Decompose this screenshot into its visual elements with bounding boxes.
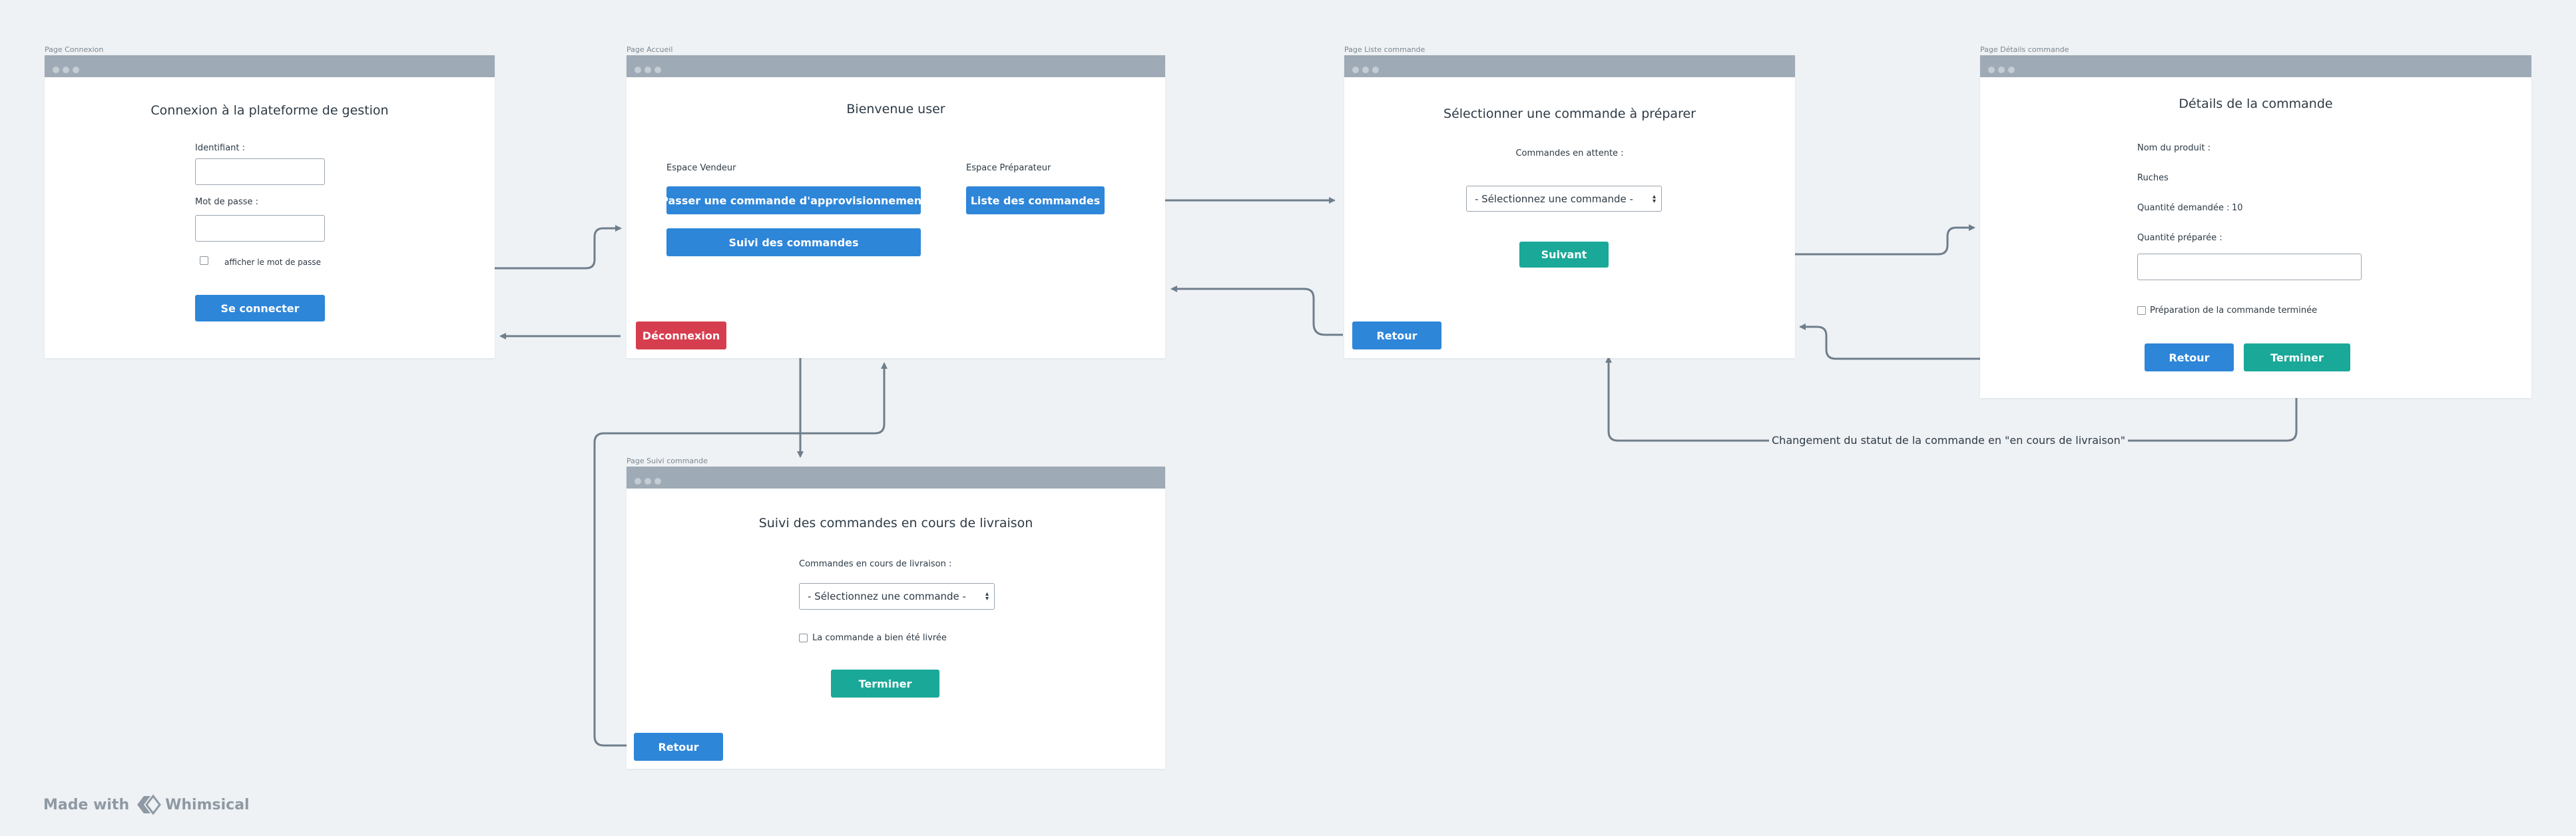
window-titlebar [45, 55, 495, 77]
order-select[interactable]: - Sélectionnez une commande - ▴▾ [1466, 186, 1662, 212]
window-titlebar [627, 55, 1165, 77]
page-title: Suivi des commandes en cours de livraiso… [758, 516, 1033, 530]
in-delivery-label: Commandes en cours de livraison : [799, 559, 952, 569]
delivered-checkbox[interactable] [799, 634, 808, 642]
connector-liste-back [1170, 286, 1343, 336]
page-title: Connexion à la plateforme de gestion [150, 103, 389, 118]
identifiant-label: Identifiant : [195, 143, 246, 153]
select-caret-icon: ▴▾ [1652, 192, 1656, 205]
qty-prepared-label: Quantité préparée : [2137, 233, 2222, 243]
product-name-label: Nom du produit : [2137, 143, 2211, 153]
password-input[interactable] [195, 215, 325, 242]
back-button[interactable]: Retour [2145, 343, 2234, 371]
show-password-checkbox[interactable] [200, 256, 208, 265]
window-titlebar [627, 467, 1165, 489]
made-with-text: Made with [43, 796, 130, 813]
back-button[interactable]: Retour [634, 733, 723, 761]
prep-done-label: Préparation de la commande terminée [2150, 306, 2318, 315]
liste-commandes-button[interactable]: Liste des commandes [966, 186, 1105, 214]
delivery-select-value: - Sélectionnez une commande - [808, 590, 966, 602]
password-label: Mot de passe : [195, 197, 259, 207]
espace-preparateur-label: Espace Préparateur [966, 163, 1051, 173]
made-with-whimsical[interactable]: Made with Whimsical [43, 793, 250, 816]
page-title: Bienvenue user [846, 102, 945, 116]
window-connexion: Connexion à la plateforme de gestion Ide… [45, 55, 495, 358]
prep-done-checkbox[interactable] [2137, 306, 2146, 315]
next-button[interactable]: Suivant [1519, 242, 1609, 268]
product-name-value: Ruches [2137, 173, 2169, 183]
frame-label-connexion: Page Connexion [45, 45, 104, 54]
identifiant-input[interactable] [195, 158, 325, 185]
frame-label-liste: Page Liste commande [1344, 45, 1425, 54]
pending-orders-label: Commandes en attente : [1515, 148, 1624, 158]
qty-prepared-input[interactable] [2137, 254, 2362, 280]
espace-vendeur-label: Espace Vendeur [666, 163, 736, 173]
page-title: Sélectionner une commande à préparer [1443, 106, 1696, 121]
window-titlebar [1344, 55, 1795, 77]
login-button[interactable]: Se connecter [195, 295, 325, 321]
connector-suivi-back [593, 362, 888, 747]
window-suivi: Suivi des commandes en cours de livraiso… [627, 467, 1165, 769]
whimsical-logo-icon [137, 794, 162, 815]
order-select-value: - Sélectionnez une commande - [1475, 192, 1633, 205]
finish-button[interactable]: Terminer [2244, 343, 2350, 371]
qty-requested-value: 10 [2232, 203, 2243, 213]
frame-label-accueil: Page Accueil [627, 45, 673, 54]
suivi-commandes-button[interactable]: Suivi des commandes [666, 228, 921, 256]
window-titlebar [1980, 55, 2531, 77]
qty-requested-label: Quantité demandée : [2137, 203, 2230, 213]
passer-commande-button[interactable]: Passer une commande d'approvisionnement [660, 186, 927, 214]
window-details: Détails de la commande Nom du produit : … [1980, 55, 2531, 398]
whimsical-brand-text: Whimsical [165, 796, 250, 813]
window-accueil: Bienvenue user Espace Vendeur Espace Pré… [627, 55, 1165, 358]
page-title: Détails de la commande [2179, 97, 2333, 111]
delivery-order-select[interactable]: - Sélectionnez une commande - ▴▾ [799, 583, 995, 610]
connector-next-to-details [1616, 224, 1975, 256]
select-caret-icon: ▴▾ [985, 590, 989, 602]
finish-button[interactable]: Terminer [831, 670, 939, 698]
logout-button[interactable]: Déconnexion [636, 321, 726, 349]
back-button[interactable]: Retour [1352, 321, 1441, 349]
window-liste: Sélectionner une commande à préparer Com… [1344, 55, 1795, 358]
frame-label-details: Page Détails commande [1980, 45, 2069, 54]
frame-label-suivi: Page Suivi commande [627, 457, 708, 465]
connector-details-back [1799, 323, 2137, 360]
status-change-label: Changement du statut de la commande en "… [1769, 434, 2129, 447]
show-password-label: afficher le mot de passe [224, 258, 322, 267]
delivered-label: La commande a bien été livrée [812, 633, 947, 643]
